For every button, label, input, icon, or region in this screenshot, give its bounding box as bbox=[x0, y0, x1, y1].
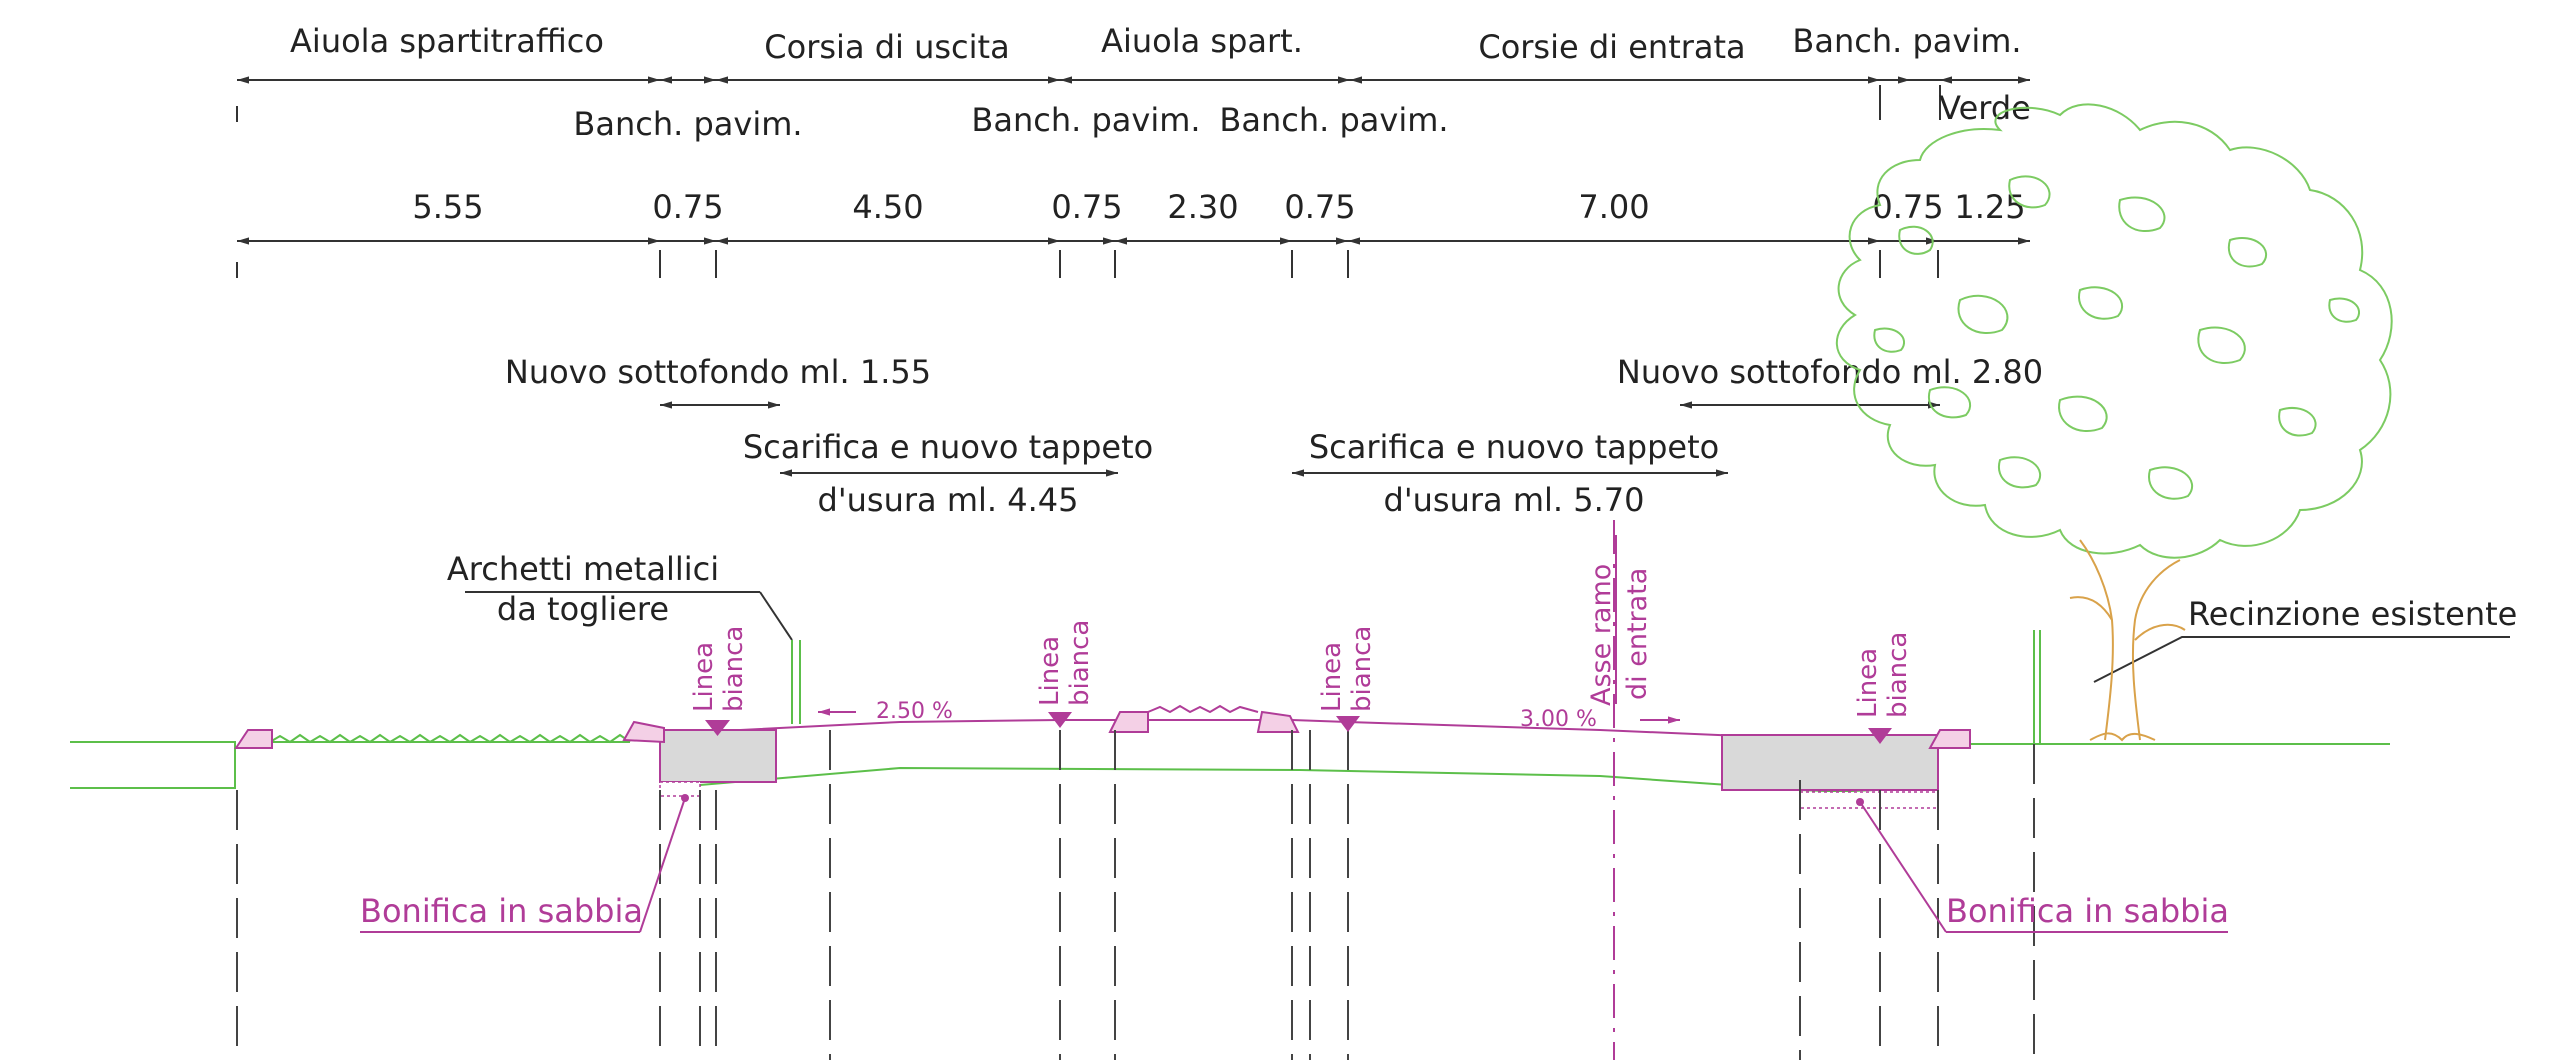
curb-left-shoulder bbox=[622, 720, 665, 744]
note-sottofondo-right: Nuovo sottofondo ml. 2.80 bbox=[1617, 353, 2043, 391]
dimension-value-5: 2.30 bbox=[1167, 188, 1238, 226]
label-bonifica-right: Bonifica in sabbia bbox=[1946, 892, 2229, 930]
ramp-axis-label: Asse ramo di entrata bbox=[1586, 535, 1653, 706]
svg-text:Linea: Linea bbox=[689, 642, 719, 712]
curb-right-shoulder bbox=[1928, 729, 1971, 749]
note-scarifica-left-1: Scarifica e nuovo tappeto bbox=[743, 428, 1153, 466]
white-line-marker-1: Linea bianca bbox=[689, 626, 749, 736]
label-banch-pavim-top: Banch. pavim. bbox=[1792, 22, 2021, 60]
bonifica-left-leader bbox=[639, 797, 686, 933]
archetti-leader-tail bbox=[759, 591, 793, 641]
dimension-value-1: 5.55 bbox=[412, 188, 483, 226]
dimension-value-3: 4.50 bbox=[852, 188, 923, 226]
reference-lines bbox=[236, 520, 2035, 1060]
median-grass bbox=[269, 733, 631, 744]
bonifica-right-leader bbox=[1859, 801, 1947, 933]
dimension-value-6: 0.75 bbox=[1284, 188, 1355, 226]
svg-text:di entrata: di entrata bbox=[1622, 568, 1653, 700]
dimension-value-8: 0.75 bbox=[1872, 188, 1943, 226]
note-archetti-1: Archetti metallici bbox=[447, 550, 719, 588]
recinzione-leader bbox=[2093, 636, 2510, 683]
svg-text:Linea: Linea bbox=[1035, 636, 1065, 706]
slope-left: 2.50 % bbox=[876, 699, 953, 724]
note-scarifica-left-2: d'usura ml. 4.45 bbox=[818, 481, 1079, 519]
left-sand-fill bbox=[659, 781, 701, 797]
label-banch-pavim-3: Banch. pavim. bbox=[1219, 101, 1448, 139]
zone-dimension-line bbox=[236, 76, 2030, 122]
left-subbase-box bbox=[659, 729, 777, 783]
svg-text:Linea: Linea bbox=[1853, 648, 1883, 718]
measurement-dimension-line bbox=[236, 237, 2030, 278]
note-scarifica-right-2: d'usura ml. 5.70 bbox=[1384, 481, 1645, 519]
dimension-value-7: 7.00 bbox=[1578, 188, 1649, 226]
label-aiuola-spartitraffico: Aiuola spartitraffico bbox=[290, 22, 604, 60]
white-line-marker-3: Linea bianca bbox=[1317, 626, 1377, 732]
note-scarifica-right-1: Scarifica e nuovo tappeto bbox=[1309, 428, 1719, 466]
note-recinzione: Recinzione esistente bbox=[2188, 595, 2517, 633]
svg-text:bianca: bianca bbox=[1065, 620, 1095, 706]
curb-left-median bbox=[234, 729, 273, 749]
dimension-value-4: 0.75 bbox=[1051, 188, 1122, 226]
white-line-marker-4: Linea bianca bbox=[1853, 632, 1913, 744]
tree-trunk bbox=[2069, 539, 2186, 742]
label-banch-pavim-2: Banch. pavim. bbox=[971, 101, 1200, 139]
curb-median-right bbox=[1256, 710, 1300, 733]
note-sottofondo-left: Nuovo sottofondo ml. 1.55 bbox=[505, 353, 931, 391]
svg-text:bianca: bianca bbox=[1347, 626, 1377, 712]
white-line-marker-2: Linea bianca bbox=[1035, 620, 1095, 728]
svg-text:bianca: bianca bbox=[1883, 632, 1913, 718]
curb-median-left bbox=[1108, 711, 1149, 733]
dimension-value-2: 0.75 bbox=[652, 188, 723, 226]
road-section bbox=[70, 630, 2390, 809]
label-corsie-di-entrata: Corsie di entrata bbox=[1478, 28, 1745, 66]
slope-right: 3.00 % bbox=[1520, 707, 1597, 732]
label-banch-pavim-1: Banch. pavim. bbox=[573, 105, 802, 143]
svg-text:bianca: bianca bbox=[719, 626, 749, 712]
dimension-value-9: 1.25 bbox=[1954, 188, 2025, 226]
right-sand-fill bbox=[1799, 791, 1939, 809]
label-aiuola-spart: Aiuola spart. bbox=[1101, 22, 1303, 60]
svg-text:Linea: Linea bbox=[1317, 642, 1347, 712]
label-corsia-di-uscita: Corsia di uscita bbox=[764, 28, 1009, 66]
tree-canopy bbox=[1835, 103, 2393, 559]
right-subbase-box bbox=[1721, 734, 1939, 791]
label-bonifica-left: Bonifica in sabbia bbox=[360, 892, 643, 930]
svg-text:Asse ramo: Asse ramo bbox=[1586, 564, 1617, 706]
note-archetti-2: da togliere bbox=[497, 590, 669, 628]
